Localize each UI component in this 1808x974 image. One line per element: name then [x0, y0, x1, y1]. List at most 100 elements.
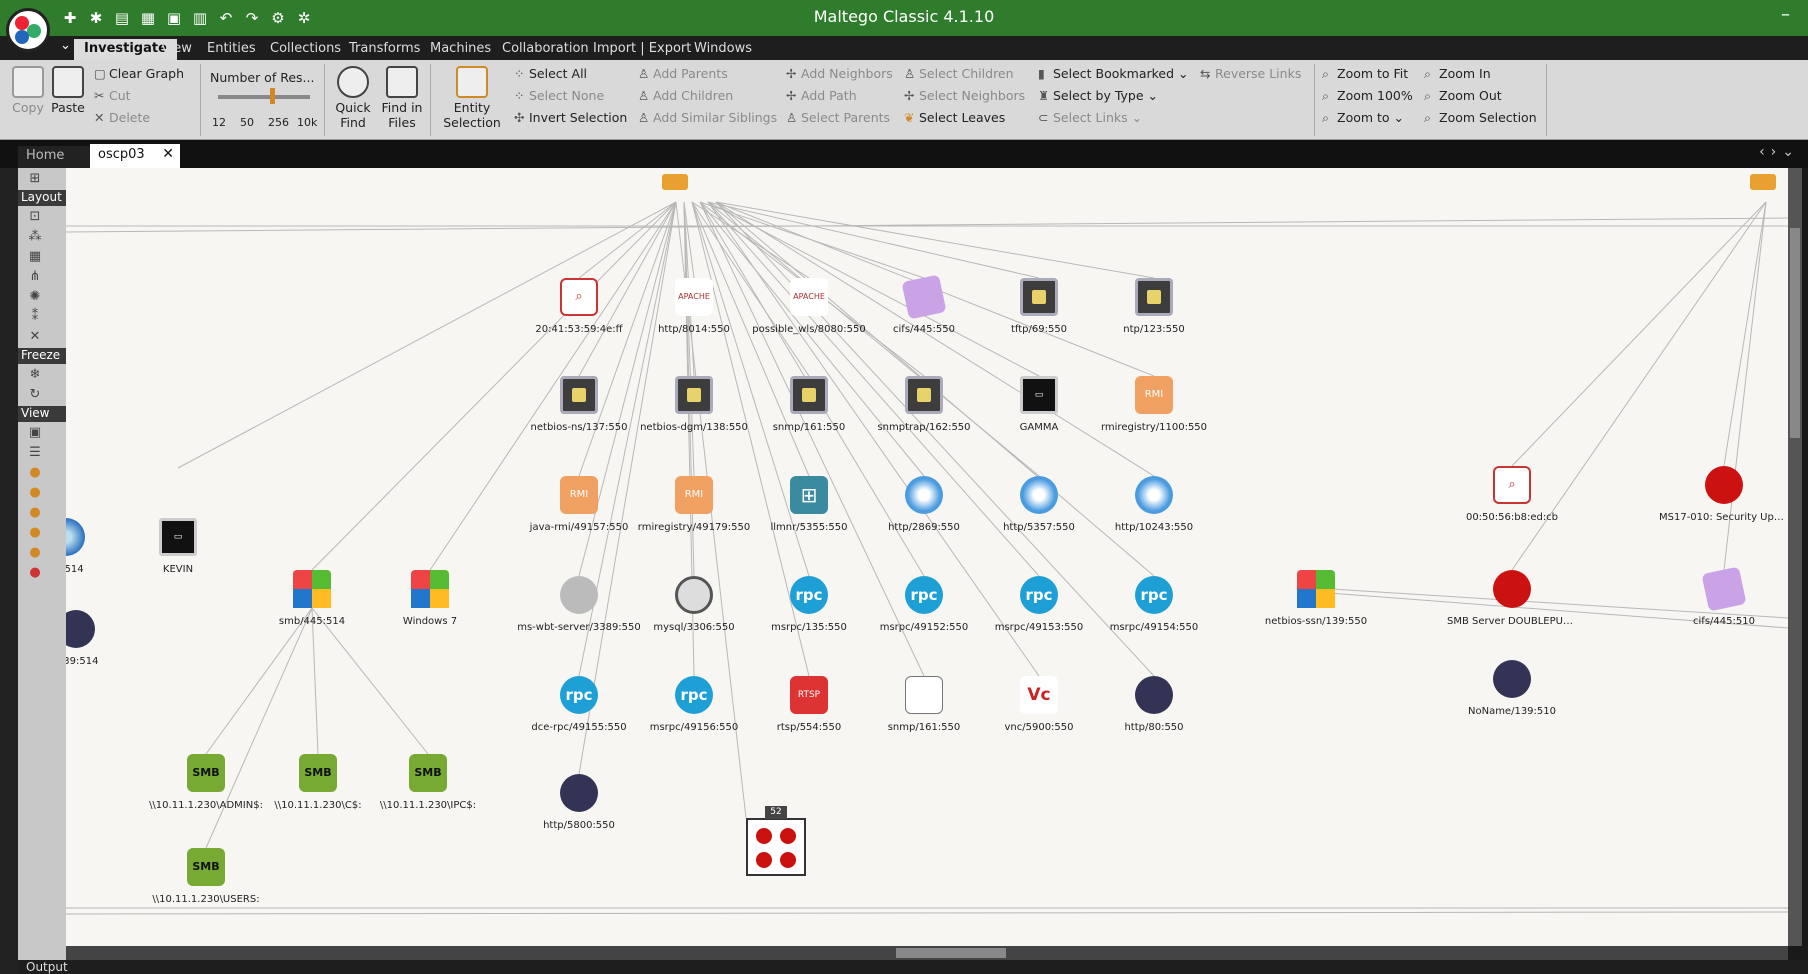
tab-oscp03[interactable]: oscp03✕	[90, 144, 180, 168]
select-leaves-button[interactable]: ❦Select Leaves	[904, 110, 1005, 125]
reverse-links-button[interactable]: ⇆Reverse Links	[1200, 66, 1301, 81]
entity-node[interactable]: SMB\\10.11.1.230\IPC$:	[363, 754, 493, 811]
entity-node[interactable]: /139:514	[66, 610, 141, 667]
view-mode-icon[interactable]: ●	[29, 485, 41, 500]
vertical-scroll-thumb[interactable]	[1790, 228, 1800, 438]
select-by-type-button[interactable]: ♜Select by Type ⌄	[1038, 88, 1159, 103]
select-children-button[interactable]: ♙Select Children	[904, 66, 1014, 81]
open-icon[interactable]: ▤	[114, 9, 130, 27]
entity-node[interactable]: netbios-ns/137:550	[514, 376, 644, 433]
tab-collections[interactable]: Collections	[270, 41, 342, 56]
entity-node[interactable]: MS17-010: Security Update for	[1659, 466, 1788, 523]
close-icon[interactable]: ✕	[162, 146, 174, 162]
add-neighbors-button[interactable]: ✢Add Neighbors	[786, 66, 893, 81]
zoom-to-button[interactable]: ⌕Zoom to ⌄	[1322, 110, 1405, 125]
horizontal-scrollbar[interactable]	[66, 946, 1788, 960]
view-mode-icon[interactable]: ●	[29, 565, 41, 580]
settings-icon[interactable]: ⚙	[271, 9, 285, 27]
tab-investigate[interactable]: Investigate	[74, 39, 177, 60]
entity-node[interactable]: ⊞llmnr/5355:550	[744, 476, 874, 533]
tab-view[interactable]: View	[161, 41, 192, 56]
select-neighbors-button[interactable]: ✢Select Neighbors	[904, 88, 1025, 103]
view-mode-icon[interactable]: ●	[29, 545, 41, 560]
interactive-layout-icon[interactable]: ✕	[29, 329, 41, 344]
find-in-files-button[interactable]: Find in Files	[378, 66, 426, 130]
clear-graph-button[interactable]: ▢Clear Graph	[94, 66, 184, 81]
circular-layout-icon[interactable]: ✺	[29, 289, 41, 304]
select-bookmarked-button[interactable]: ▮Select Bookmarked ⌄	[1038, 66, 1189, 81]
tab-machines[interactable]: Machines	[430, 41, 492, 56]
copy-button[interactable]: Copy	[8, 66, 48, 115]
entity-node[interactable]: ⌕00:50:56:b8:ed:cb	[1447, 466, 1577, 523]
entity-node[interactable]: ntp/123:550	[1089, 278, 1219, 335]
entity-selection-button[interactable]: Entity Selection	[436, 66, 508, 130]
entity-node[interactable]: 80:514	[66, 518, 131, 575]
tab-entities[interactable]: Entities	[207, 41, 256, 56]
entity-node[interactable]: netbios-ssn/139:550	[1251, 570, 1381, 627]
tab-windows[interactable]: Windows	[694, 41, 753, 56]
paste-button[interactable]: Paste	[48, 66, 88, 115]
add-parents-button[interactable]: ♙Add Parents	[638, 66, 728, 81]
entity-node[interactable]: snmptrap/162:550	[859, 376, 989, 433]
entity-node[interactable]: SMB\\10.11.1.230\C$:	[253, 754, 383, 811]
zoom-in-button[interactable]: ⌕Zoom In	[1424, 66, 1491, 82]
tab-transforms[interactable]: Transforms	[349, 41, 421, 56]
quick-find-button[interactable]: Quick Find	[330, 66, 376, 130]
freeze-icon[interactable]: ❄	[29, 367, 41, 382]
refresh-icon[interactable]: ↻	[29, 387, 41, 402]
add-similar-siblings-button[interactable]: ♙Add Similar Siblings	[638, 110, 777, 125]
save-as-icon[interactable]: ▣	[166, 9, 182, 27]
collection-node[interactable]: 52	[746, 806, 806, 876]
grid-layout-icon[interactable]: ▦	[28, 249, 42, 264]
hierarchical-layout-icon[interactable]: ⋔	[29, 269, 41, 284]
expand-icon[interactable]: ⊞	[29, 171, 41, 186]
entity-node[interactable]: http/10243:550	[1089, 476, 1219, 533]
save-all-icon[interactable]: ▥	[192, 9, 208, 27]
minimize-button[interactable]: –	[1781, 4, 1790, 25]
new-graph-icon[interactable]: ✚	[63, 9, 77, 27]
entity-node[interactable]: ⌕20:41:53:59:4e:ff	[514, 278, 644, 335]
new-entity-icon[interactable]: ✱	[89, 9, 103, 27]
zoom-100-button[interactable]: ⌕Zoom 100%	[1322, 88, 1413, 104]
entity-node[interactable]: netbios-dgm/138:550	[629, 376, 759, 433]
entity-node[interactable]: ms-wbt-server/3389:550	[514, 576, 644, 633]
select-links-button[interactable]: ⊂Select Links ⌄	[1038, 110, 1143, 125]
lock-icon[interactable]: ⊡	[29, 209, 41, 224]
entity-node[interactable]: smb/445:514	[247, 570, 377, 627]
entity-node[interactable]: Windows 7	[365, 570, 495, 627]
results-slider[interactable]	[218, 95, 310, 99]
app-logo[interactable]	[6, 8, 50, 52]
menu-chevron-icon[interactable]: ⌄	[60, 38, 71, 53]
top-right-address-node[interactable]	[1750, 174, 1776, 190]
view-mode-icon[interactable]: ●	[29, 525, 41, 540]
entity-node[interactable]: SMB\\10.11.1.230\USERS:	[141, 848, 271, 905]
vertical-scrollbar[interactable]	[1788, 168, 1802, 946]
top-address-node[interactable]	[662, 174, 688, 190]
entity-node[interactable]: http/5357:550	[974, 476, 1104, 533]
zoom-out-button[interactable]: ⌕Zoom Out	[1424, 88, 1502, 104]
zoom-to-fit-button[interactable]: ⌕Zoom to Fit	[1322, 66, 1408, 82]
select-none-button[interactable]: ⁘Select None	[514, 88, 604, 103]
tab-home[interactable]: Home	[18, 146, 90, 168]
entity-node[interactable]: cifs/445:550	[859, 274, 989, 335]
main-view-icon[interactable]: ▣	[28, 425, 42, 440]
view-mode-icon[interactable]: ●	[29, 465, 41, 480]
add-children-button[interactable]: ♙Add Children	[638, 88, 733, 103]
entity-node[interactable]: mysql/3306:550	[629, 576, 759, 633]
redo-icon[interactable]: ↷	[245, 9, 259, 27]
add-path-button[interactable]: ✢Add Path	[786, 88, 857, 103]
entity-node[interactable]: ▭GAMMA	[974, 376, 1104, 433]
select-parents-button[interactable]: ♙Select Parents	[786, 110, 890, 125]
